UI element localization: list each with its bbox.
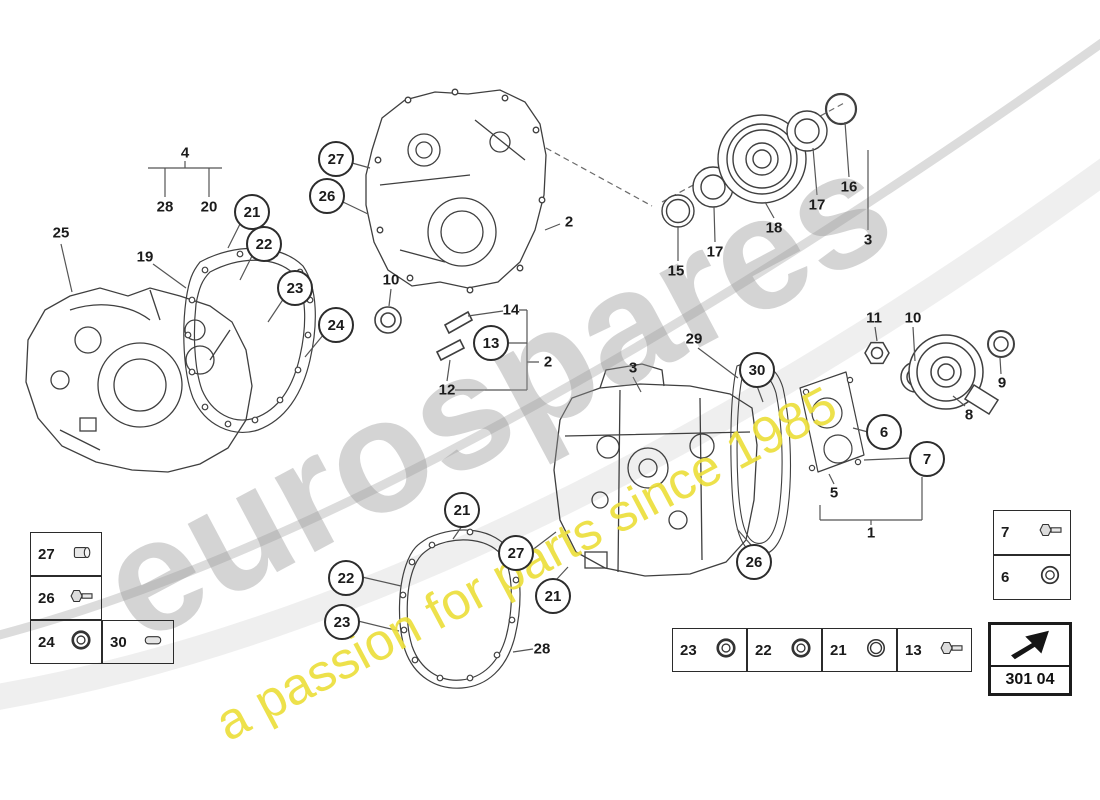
callout-21[interactable]: 21 bbox=[444, 492, 480, 528]
code-divider bbox=[991, 665, 1069, 667]
label-4: 4 bbox=[180, 144, 190, 162]
label-29: 29 bbox=[685, 330, 703, 348]
bolt-icon bbox=[70, 589, 93, 602]
callout-30[interactable]: 30 bbox=[739, 352, 775, 388]
label-9: 9 bbox=[997, 374, 1007, 392]
legend-box-7[interactable]: 7 bbox=[993, 510, 1071, 555]
label-11: 11 bbox=[866, 309, 882, 327]
label-2: 2 bbox=[564, 213, 574, 231]
bolt-icon bbox=[940, 641, 963, 654]
plug-icon bbox=[73, 546, 91, 558]
seal-icon bbox=[716, 637, 736, 658]
callout-26[interactable]: 26 bbox=[309, 178, 345, 214]
callout-21[interactable]: 21 bbox=[234, 194, 270, 230]
gearbox-housing-left bbox=[25, 287, 253, 473]
legend-part-number: 24 bbox=[38, 633, 55, 651]
callout-21[interactable]: 21 bbox=[535, 578, 571, 614]
legend-part-number: 21 bbox=[830, 641, 847, 659]
label-2: 2 bbox=[543, 353, 553, 371]
legend-box-26[interactable]: 26 bbox=[30, 576, 102, 620]
legend-part-number: 26 bbox=[38, 589, 55, 607]
label-12: 12 bbox=[438, 381, 456, 399]
plate-gasket-5 bbox=[799, 371, 865, 473]
legend-box-21[interactable]: 21 bbox=[822, 628, 897, 672]
legend-box-22[interactable]: 22 bbox=[747, 628, 822, 672]
label-28: 28 bbox=[156, 198, 174, 216]
seal-icon bbox=[791, 637, 811, 658]
callout-23[interactable]: 23 bbox=[324, 604, 360, 640]
diagram-code-box[interactable]: 301 04 bbox=[988, 622, 1072, 696]
gasket-29 bbox=[730, 361, 792, 556]
label-28: 28 bbox=[533, 640, 551, 658]
label-5: 5 bbox=[829, 484, 839, 502]
legend-part-number: 22 bbox=[755, 641, 772, 659]
main-gearbox-case bbox=[553, 363, 758, 577]
seal-and-pins bbox=[374, 306, 474, 362]
label-3: 3 bbox=[628, 359, 638, 377]
callout-24[interactable]: 24 bbox=[318, 307, 354, 343]
legend-part-number: 7 bbox=[1001, 524, 1010, 541]
label-14: 14 bbox=[502, 301, 520, 319]
oring-icon bbox=[866, 638, 886, 657]
legend-box-13[interactable]: 13 bbox=[897, 628, 972, 672]
legend-box-27[interactable]: 27 bbox=[30, 532, 102, 576]
legend-part-number: 13 bbox=[905, 641, 922, 659]
legend-part-number: 27 bbox=[38, 545, 55, 563]
callout-27[interactable]: 27 bbox=[498, 535, 534, 571]
arrow-icon bbox=[991, 625, 1069, 665]
output-flange-group bbox=[864, 330, 1015, 416]
label-8: 8 bbox=[964, 406, 974, 424]
label-10: 10 bbox=[904, 309, 922, 327]
legend-box-24[interactable]: 24 bbox=[30, 620, 102, 664]
label-20: 20 bbox=[200, 198, 218, 216]
legend-box-23[interactable]: 23 bbox=[672, 628, 747, 672]
bearing-roller-group bbox=[661, 92, 858, 228]
callout-22[interactable]: 22 bbox=[328, 560, 364, 596]
label-19: 19 bbox=[136, 248, 154, 266]
gasket-19 bbox=[183, 247, 316, 433]
legend-part-number: 30 bbox=[110, 633, 127, 651]
callout-26[interactable]: 26 bbox=[736, 544, 772, 580]
legend-part-number: 23 bbox=[680, 641, 697, 659]
leader-lines bbox=[60, 121, 1002, 653]
callout-22[interactable]: 22 bbox=[246, 226, 282, 262]
bolt-icon bbox=[1039, 523, 1062, 537]
washer-icon bbox=[1040, 565, 1060, 585]
label-25: 25 bbox=[52, 224, 70, 242]
callout-7[interactable]: 7 bbox=[909, 441, 945, 477]
legend-box-6[interactable]: 6 bbox=[993, 555, 1071, 600]
callout-23[interactable]: 23 bbox=[277, 270, 313, 306]
label-17: 17 bbox=[808, 196, 826, 214]
label-3: 3 bbox=[863, 231, 873, 249]
label-1: 1 bbox=[866, 524, 876, 542]
callout-27[interactable]: 27 bbox=[318, 141, 354, 177]
diagram-code: 301 04 bbox=[1005, 671, 1055, 688]
label-15: 15 bbox=[667, 262, 685, 280]
legend-part-number: 6 bbox=[1001, 569, 1010, 586]
callout-6[interactable]: 6 bbox=[866, 414, 902, 450]
legend-box-30[interactable]: 30 bbox=[102, 620, 174, 664]
label-18: 18 bbox=[765, 219, 783, 237]
label-17: 17 bbox=[706, 243, 724, 261]
label-16: 16 bbox=[840, 178, 858, 196]
gearbox-housing-top bbox=[365, 88, 547, 294]
callout-13[interactable]: 13 bbox=[473, 325, 509, 361]
pin-icon bbox=[144, 635, 162, 644]
seal-icon bbox=[71, 629, 91, 650]
label-10: 10 bbox=[382, 271, 400, 289]
